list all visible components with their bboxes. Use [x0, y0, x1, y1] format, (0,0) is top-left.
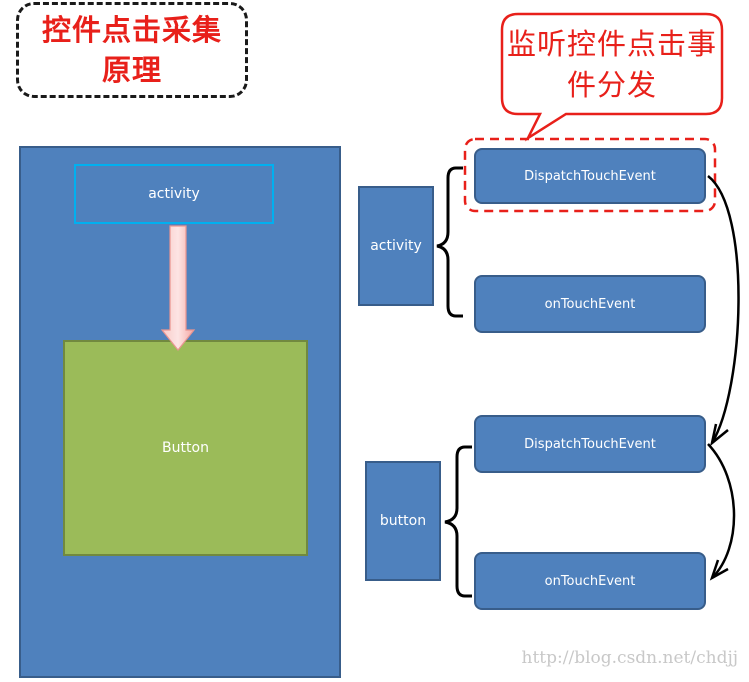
button-box: Button — [63, 340, 308, 556]
watermark-url: http://blog.csdn.net/chdjj — [521, 648, 738, 668]
activity-group-box: activity — [358, 186, 434, 306]
touch-flow-arrow — [160, 225, 196, 351]
activity-group-brace — [436, 166, 463, 318]
callout-bubble-outline — [500, 12, 724, 142]
button-dispatch-touch-event: DispatchTouchEvent — [474, 415, 706, 473]
button-group-box: button — [365, 461, 441, 581]
activity-dispatch-touch-event: DispatchTouchEvent — [474, 148, 706, 204]
diagram-title: 控件点击采集原理 — [42, 13, 223, 87]
dispatch-flow-curve — [707, 175, 740, 444]
button-on-touch-event: onTouchEvent — [474, 552, 706, 610]
title-box: 控件点击采集原理 — [16, 2, 248, 98]
activity-on-touch-event: onTouchEvent — [474, 275, 706, 333]
dispatch-flow-arrowhead — [710, 423, 729, 447]
highlight-dashed-frame — [463, 137, 717, 213]
button-group-brace — [444, 445, 472, 598]
callout-text-layer: 监听控件点击事件分发 — [506, 27, 717, 102]
ontouch-flow-curve — [707, 443, 736, 579]
activity-box: activity — [74, 164, 274, 224]
ontouch-flow-arrowhead — [709, 559, 729, 581]
